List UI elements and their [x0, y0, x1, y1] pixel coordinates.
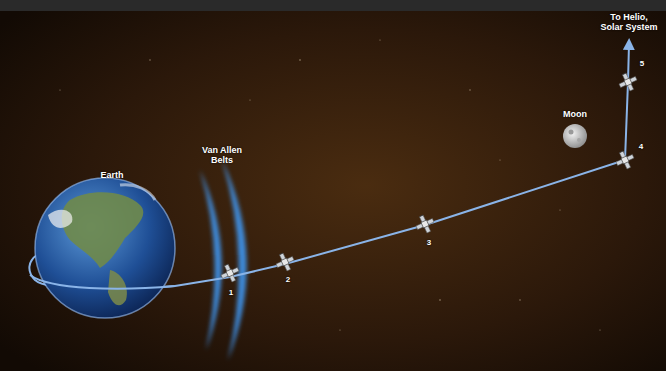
body-label: Moon [555, 110, 595, 120]
moon [563, 124, 587, 148]
body-label: Earth [92, 171, 132, 181]
callout-number: 4 [635, 143, 647, 152]
van-allen-belts [200, 160, 247, 360]
callout-number: 5 [636, 60, 648, 69]
spacecraft-icon [218, 261, 242, 285]
callout-number: 1 [225, 289, 237, 298]
spacecraft-icon [273, 250, 297, 274]
spacecraft-icon [413, 212, 437, 236]
trajectory-line [30, 44, 629, 289]
callout-number: 2 [282, 276, 294, 285]
spacecraft-icon [616, 70, 640, 94]
destination-label: To Helio, Solar System [598, 13, 660, 33]
top-strip [0, 0, 666, 11]
earth-globe [35, 178, 175, 318]
region-label: Van Allen Belts [198, 146, 246, 166]
spacecraft-icon [613, 148, 637, 172]
callout-number: 3 [423, 239, 435, 248]
